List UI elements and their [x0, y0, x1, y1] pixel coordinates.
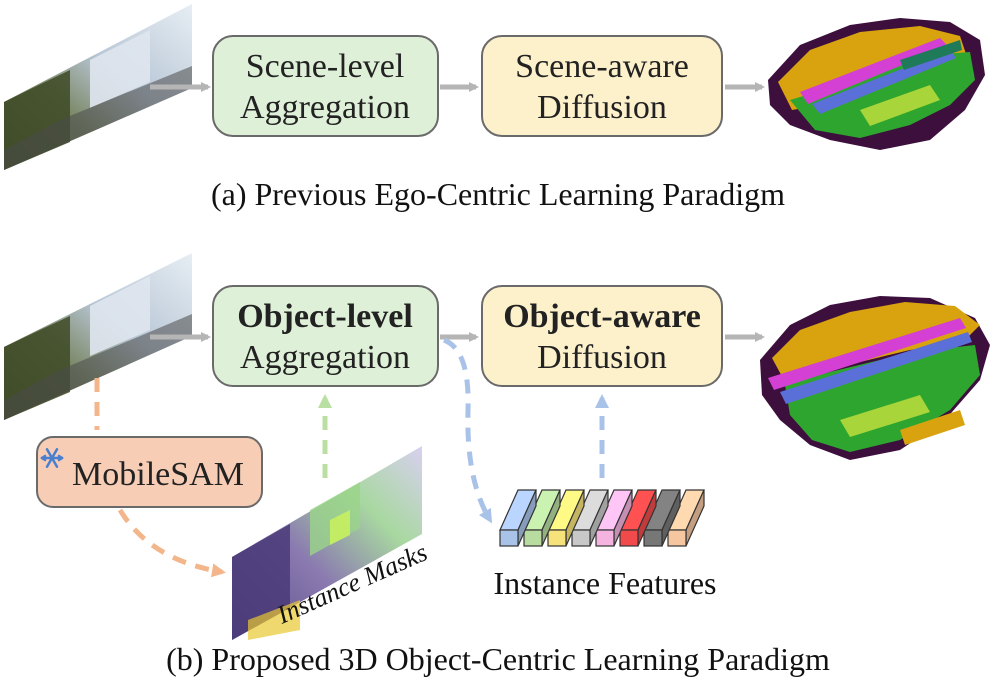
scene-level-aggregation-box: Scene-level Aggregation: [212, 35, 439, 137]
feature-bar: [595, 489, 633, 547]
caption-b: (b) Proposed 3D Object-Centric Learning …: [166, 641, 830, 677]
box-subtitle: Aggregation: [240, 89, 410, 126]
box-title: Object-aware: [503, 298, 701, 335]
box-title: Object-level: [237, 298, 413, 335]
feature-bar: [499, 489, 537, 547]
box-title: Scene-aware: [515, 48, 689, 85]
panel-b: Object-level Aggregation Object-aware Di…: [4, 253, 990, 677]
dashed-arrow-sam-to-masks: [117, 508, 226, 578]
feature-bar: [619, 489, 657, 547]
box-subtitle: Diffusion: [537, 339, 667, 376]
input-image-b: [4, 253, 192, 420]
feature-bar: [667, 489, 705, 547]
object-level-aggregation-box: Object-level Aggregation: [212, 285, 439, 387]
object-aware-diffusion-box: Object-aware Diffusion: [481, 285, 723, 387]
caption-a: (a) Previous Ego-Centric Learning Paradi…: [211, 176, 785, 212]
mobilesam-label: MobileSAM: [72, 456, 244, 493]
instance-features-label: Instance Features: [493, 565, 716, 601]
box-title: Scene-level: [246, 48, 405, 85]
box-subtitle: Aggregation: [240, 339, 410, 376]
feature-bar: [547, 489, 585, 547]
snowflake-icon: [40, 448, 64, 468]
input-image-a: [4, 4, 192, 170]
dashed-arrow-aggregation-to-features: [442, 337, 493, 524]
scene-aware-diffusion-box: Scene-aware Diffusion: [481, 35, 723, 137]
panel-a: Scene-level Aggregation Scene-aware Diff…: [4, 4, 985, 212]
semantic-3d-output-b: [760, 296, 990, 460]
feature-bar: [643, 489, 681, 547]
semantic-3d-output-a: [768, 18, 985, 150]
instance-feature-bars: [499, 489, 705, 547]
box-subtitle: Diffusion: [537, 89, 667, 126]
mobilesam-box: MobileSAM: [36, 436, 263, 508]
